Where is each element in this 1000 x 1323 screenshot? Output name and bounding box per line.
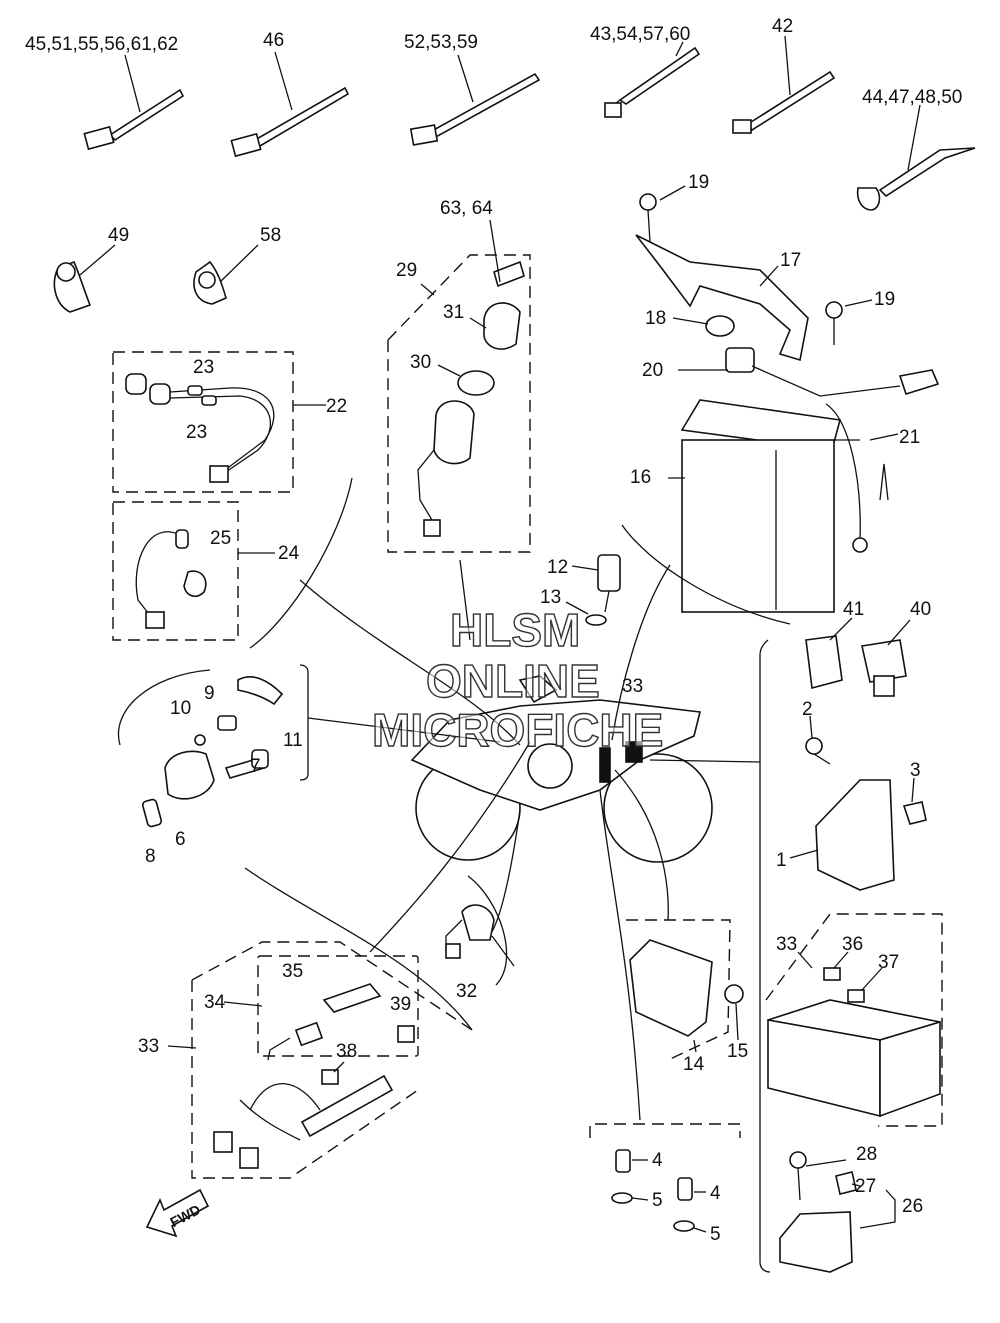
- callout-30: 30: [410, 352, 431, 373]
- callout-40: 40: [910, 599, 931, 620]
- callout-4-a: 4: [652, 1150, 663, 1171]
- callout-18: 18: [645, 308, 666, 329]
- starter-relay-group: [779, 1151, 896, 1273]
- callout-tie-e: 42: [772, 16, 793, 37]
- bolt-washer-group: [611, 1149, 707, 1233]
- callout-23-a: 23: [193, 357, 214, 378]
- wire-harness-group: [167, 983, 415, 1169]
- fuse-box-group: [767, 951, 941, 1118]
- watermark: HLSM ONLINE MICROFICHE: [371, 603, 664, 756]
- callout-9: 9: [204, 683, 215, 704]
- callout-15: 15: [727, 1041, 748, 1062]
- callout-3: 3: [910, 760, 921, 781]
- callout-33-b: 33: [776, 934, 797, 955]
- callout-19-b: 19: [874, 289, 895, 310]
- watermark-line-2: ONLINE: [426, 655, 600, 707]
- callout-24: 24: [278, 543, 300, 564]
- fwd-arrow-icon: FWD: [145, 1188, 210, 1238]
- leader-lines: [244, 477, 771, 1273]
- callout-31: 31: [443, 302, 464, 323]
- callout-7: 7: [250, 756, 261, 777]
- cable-tie-44-group: [856, 104, 976, 211]
- callout-49: 49: [108, 225, 129, 246]
- callout-41: 41: [843, 599, 864, 620]
- relay-cdi-group: [789, 617, 927, 891]
- callout-37: 37: [878, 952, 899, 973]
- callout-22: 22: [326, 396, 347, 417]
- cable-tie-43-group: [604, 41, 701, 118]
- callout-12: 12: [547, 557, 568, 578]
- cable-tie-42-group: [732, 35, 836, 134]
- callout-tie-a: 45,51,55,56,61,62: [25, 34, 178, 55]
- callout-1: 1: [776, 850, 787, 871]
- cable-tie-45-group: [83, 54, 185, 151]
- callout-35: 35: [282, 961, 303, 982]
- callout-29: 29: [396, 260, 417, 281]
- callout-13: 13: [540, 587, 561, 608]
- callout-tie-b: 46: [263, 30, 284, 51]
- callout-36: 36: [842, 934, 863, 955]
- callout-39: 39: [390, 994, 411, 1015]
- callout-28: 28: [856, 1144, 877, 1165]
- callout-6: 6: [175, 829, 186, 850]
- lead-wire-24-group: [135, 529, 275, 629]
- cable-tie-52-group: [409, 54, 541, 146]
- ignition-coil-group: [117, 664, 309, 828]
- callout-27: 27: [855, 1176, 876, 1197]
- switch-12-group: [565, 554, 621, 626]
- callout-5-a: 5: [652, 1190, 663, 1211]
- callout-tie-c: 52,53,59: [404, 32, 478, 53]
- callout-8: 8: [145, 846, 156, 867]
- plug-cap-32-group: [445, 904, 515, 967]
- callout-10: 10: [170, 698, 191, 719]
- lead-wire-22-group: [125, 373, 326, 483]
- callout-tie-f: 44,47,48,50: [862, 87, 962, 108]
- main-switch-group: [417, 219, 525, 537]
- callout-38: 38: [336, 1041, 357, 1062]
- callout-16: 16: [630, 467, 651, 488]
- callout-4-b: 4: [710, 1183, 721, 1204]
- callout-labels: 45,51,55,56,61,62 46 52,53,59 43,54,57,6…: [25, 16, 962, 1245]
- callout-33-c: 33: [138, 1036, 159, 1057]
- callout-5-b: 5: [710, 1224, 721, 1245]
- clamp-58-group: [193, 244, 259, 305]
- rectifier-14-group: [629, 939, 744, 1053]
- callout-17: 17: [780, 250, 801, 271]
- callout-34: 34: [204, 992, 226, 1013]
- atv-outline-group: [410, 675, 713, 863]
- callout-33-a: 33: [622, 676, 643, 697]
- callout-23-b: 23: [186, 422, 207, 443]
- callout-2: 2: [802, 699, 813, 720]
- callout-20: 20: [642, 360, 663, 381]
- watermark-line-1: HLSM: [450, 604, 580, 656]
- callout-19-a: 19: [688, 172, 709, 193]
- cable-tie-46-group: [230, 51, 350, 158]
- callout-58: 58: [260, 225, 281, 246]
- callout-11: 11: [283, 730, 303, 751]
- callout-21: 21: [899, 427, 920, 448]
- callout-63-64: 63, 64: [440, 198, 493, 219]
- callout-tie-d: 43,54,57,60: [590, 24, 690, 45]
- callout-32: 32: [456, 981, 477, 1002]
- battery-group: [621, 185, 940, 625]
- callout-14: 14: [683, 1054, 705, 1075]
- callout-26: 26: [902, 1196, 923, 1217]
- clamp-49-group: [53, 244, 116, 313]
- callout-25: 25: [210, 528, 231, 549]
- watermark-line-3: MICROFICHE: [372, 704, 663, 756]
